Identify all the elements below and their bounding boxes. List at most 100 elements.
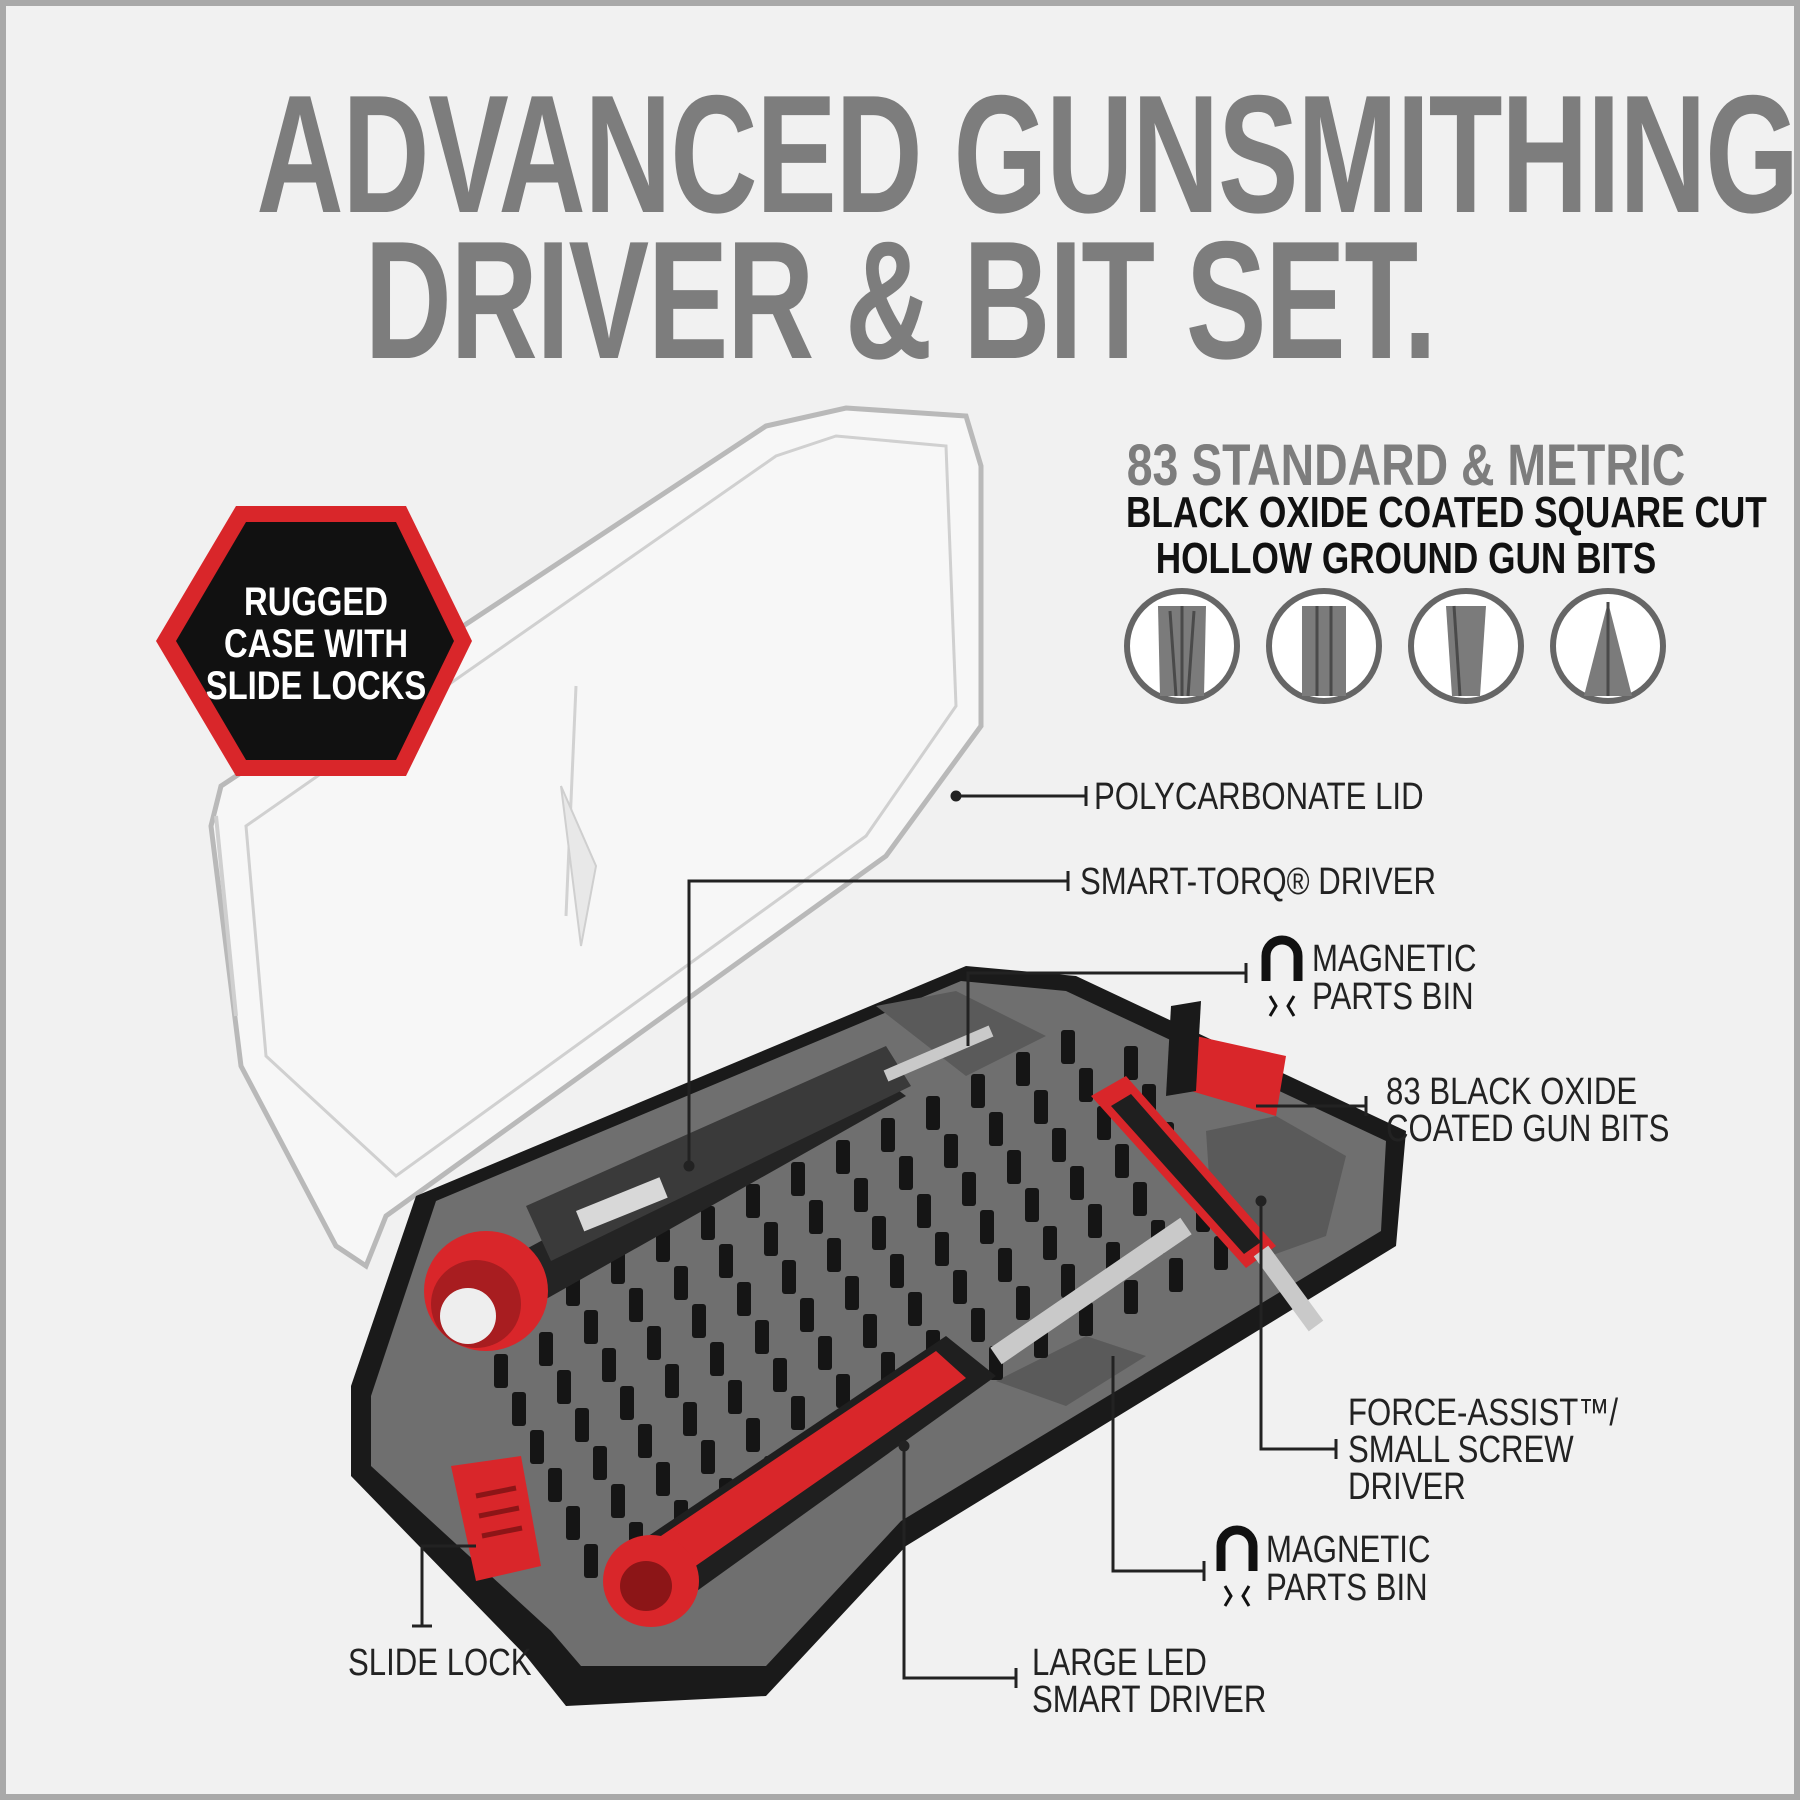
gun-bit: [1214, 1236, 1228, 1270]
gun-bit: [1079, 1302, 1093, 1336]
gun-bit: [647, 1326, 661, 1360]
gun-bit: [890, 1254, 904, 1288]
gun-bit: [818, 1336, 832, 1370]
gun-bit: [791, 1396, 805, 1430]
gun-bit: [1061, 1030, 1075, 1064]
infographic-canvas: ADVANCED GUNSMITHING DRIVER & BIT SET. 8…: [6, 6, 1794, 1794]
gun-bit: [746, 1184, 760, 1218]
callout-gun-bits-1: 83 BLACK OXIDE: [1386, 1071, 1638, 1113]
callout-magnetic-bin-bottom-1: MAGNETIC: [1266, 1529, 1431, 1571]
bits-header-line-1: 83 STANDARD & METRIC: [1126, 433, 1686, 498]
badge-label: RUGGED CASE WITH SLIDE LOCKS: [185, 581, 447, 707]
slide-lock-right: [1166, 1001, 1286, 1116]
gun-bit: [494, 1354, 508, 1388]
callout-force-assist-3: DRIVER: [1348, 1466, 1466, 1508]
gun-bit: [539, 1332, 553, 1366]
gun-bit: [566, 1506, 580, 1540]
badge-fill: [176, 522, 454, 760]
gun-bit: [1079, 1068, 1093, 1102]
gun-bit: [512, 1392, 526, 1426]
gun-bit: [1016, 1052, 1030, 1086]
gun-bit: [1007, 1150, 1021, 1184]
gun-bit: [755, 1320, 769, 1354]
gun-bit: [710, 1342, 724, 1376]
gun-bit: [1124, 1280, 1138, 1314]
gun-bit: [854, 1178, 868, 1212]
gun-bit: [1070, 1166, 1084, 1200]
gun-bit: [908, 1292, 922, 1326]
gun-bit: [683, 1402, 697, 1436]
gun-bit: [674, 1266, 688, 1300]
gun-bit: [629, 1288, 643, 1322]
gun-bit: [1016, 1286, 1030, 1320]
gun-bit: [1025, 1188, 1039, 1222]
callout-magnetic-bin-bottom-2: PARTS BIN: [1266, 1567, 1428, 1609]
gun-bit: [656, 1228, 670, 1262]
gun-bit: [989, 1112, 1003, 1146]
callout-force-assist-2: SMALL SCREW: [1348, 1429, 1574, 1471]
gun-bit: [809, 1200, 823, 1234]
magnet-icon: [1261, 935, 1303, 1017]
gun-bit: [701, 1206, 715, 1240]
magnet-icon: [1216, 1525, 1258, 1607]
product-illustration: [156, 405, 1666, 1706]
badge-line: CASE WITH: [223, 622, 409, 666]
gun-bit: [971, 1308, 985, 1342]
gun-bit: [692, 1304, 706, 1338]
gun-bit: [782, 1260, 796, 1294]
headline-line-2: DRIVER & BIT SET.: [364, 206, 1436, 394]
gun-bit: [791, 1162, 805, 1196]
gun-bit: [1124, 1046, 1138, 1080]
bits-header-line-2: BLACK OXIDE COATED SQUARE CUT: [1126, 488, 1767, 537]
bits-header-line-3: HOLLOW GROUND GUN BITS: [1155, 534, 1657, 583]
callout-magnetic-bin-top-2: PARTS BIN: [1312, 976, 1474, 1018]
callout-force-assist-1: FORCE-ASSIST™/: [1348, 1392, 1619, 1434]
smart-torq-driver: [424, 1025, 994, 1351]
gun-bit: [1061, 1264, 1075, 1298]
gun-bit: [728, 1380, 742, 1414]
badge-line: RUGGED: [244, 580, 388, 624]
slide-lock-left: [451, 1456, 541, 1581]
gun-bit: [944, 1134, 958, 1168]
gun-bit: [665, 1364, 679, 1398]
gun-bit: [746, 1418, 760, 1452]
gun-bit: [1043, 1226, 1057, 1260]
gun-bit: [971, 1074, 985, 1108]
phillips-bit-icon: [1124, 588, 1240, 704]
gun-bit: [881, 1118, 895, 1152]
gun-bit: [701, 1440, 715, 1474]
leader-lines: [412, 786, 1368, 1688]
gun-bit: [1169, 1258, 1183, 1292]
large-led-driver: [603, 1217, 1192, 1627]
gun-bit: [836, 1140, 850, 1174]
gun-bit: [611, 1484, 625, 1518]
gun-bit: [1115, 1144, 1129, 1178]
gun-bit: [593, 1446, 607, 1480]
torx-bit-icon: [1550, 588, 1666, 704]
callout-slide-lock: SLIDE LOCK: [348, 1642, 532, 1684]
gun-bit: [1052, 1128, 1066, 1162]
gun-bit: [926, 1096, 940, 1130]
gun-bit: [584, 1544, 598, 1578]
gun-bit: [845, 1276, 859, 1310]
gun-bit: [548, 1468, 562, 1502]
gun-bit: [836, 1374, 850, 1408]
gun-bit: [575, 1408, 589, 1442]
callout-polycarbonate-lid: POLYCARBONATE LID: [1094, 776, 1424, 818]
callout-magnetic-bin-top-1: MAGNETIC: [1312, 938, 1477, 980]
gun-bit: [719, 1244, 733, 1278]
callout-gun-bits-2: COATED GUN BITS: [1386, 1108, 1670, 1150]
gun-bit: [917, 1194, 931, 1228]
gun-bit: [638, 1424, 652, 1458]
gun-bit: [953, 1270, 967, 1304]
gun-bit: [827, 1238, 841, 1272]
gun-bit: [584, 1310, 598, 1344]
gun-bit: [1034, 1090, 1048, 1124]
gun-bit: [863, 1314, 877, 1348]
gun-bit: [620, 1386, 634, 1420]
gun-bit: [800, 1298, 814, 1332]
hex-bit-icon: [1266, 588, 1382, 704]
gun-bit: [656, 1462, 670, 1496]
gun-bit: [980, 1210, 994, 1244]
gun-bit: [764, 1222, 778, 1256]
